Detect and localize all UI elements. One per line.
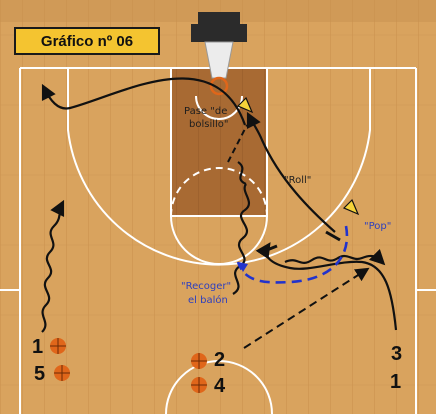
player-1-right: 1 <box>390 372 401 392</box>
diagram-title: Gráfico nº 06 <box>14 27 160 55</box>
pocket-pass-label-line1: Pase "de <box>184 106 227 118</box>
player-5: 5 <box>34 364 45 384</box>
ball-player-2 <box>191 353 207 369</box>
player-4: 4 <box>214 376 225 396</box>
player-1-left: 1 <box>32 337 43 357</box>
pop-label: "Pop" <box>364 221 391 233</box>
pocket-pass-label-line2: bolsillo" <box>189 119 229 131</box>
backboard <box>191 24 247 42</box>
backboard-post <box>198 12 240 24</box>
ball-player-4 <box>191 377 207 393</box>
ball-player-1 <box>50 338 66 354</box>
recoger-label-line2: el balón <box>188 295 228 307</box>
player-3: 3 <box>391 344 402 364</box>
ball-player-5 <box>54 365 70 381</box>
recoger-label-line1: "Recoger" <box>181 281 231 293</box>
paint-area <box>171 68 267 216</box>
player-2: 2 <box>214 350 225 370</box>
roll-label: "Roll" <box>284 175 311 187</box>
